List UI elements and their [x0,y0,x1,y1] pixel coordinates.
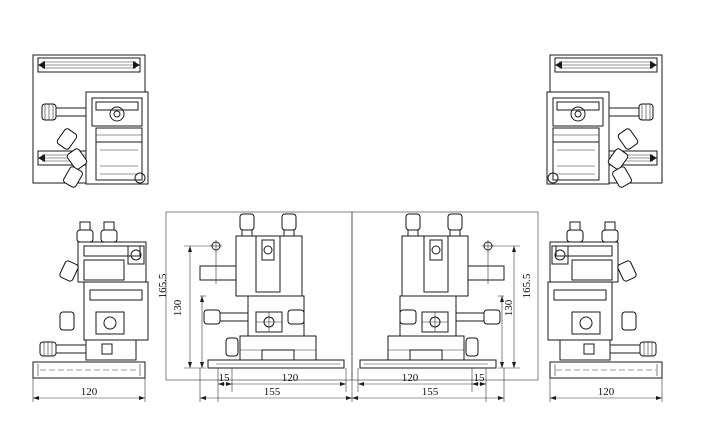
left-side-width-label: 120 [81,386,98,398]
left-height-label: 130 [172,299,184,316]
right-side-width-label: 120 [598,386,615,398]
left-front-view: 165.5 130 15 120 155 [157,211,353,402]
right-offset-label: 15 [474,372,486,384]
right-base-width-label: 120 [402,372,419,384]
left-base-width-label: 120 [282,372,299,384]
left-side-view: 120 [32,221,149,402]
left-top-view [32,54,149,188]
right-overall-height-label: 165.5 [521,273,533,298]
left-overall-height-label: 165.5 [157,273,169,298]
right-side-view: 120 [547,221,663,402]
right-front-view: 165.5 130 15 120 155 [351,211,539,402]
right-top-view [546,54,663,188]
left-overall-width-label: 155 [264,386,281,398]
right-height-label: 130 [503,299,515,316]
left-offset-label: 15 [219,372,231,384]
right-overall-width-label: 155 [422,386,439,398]
